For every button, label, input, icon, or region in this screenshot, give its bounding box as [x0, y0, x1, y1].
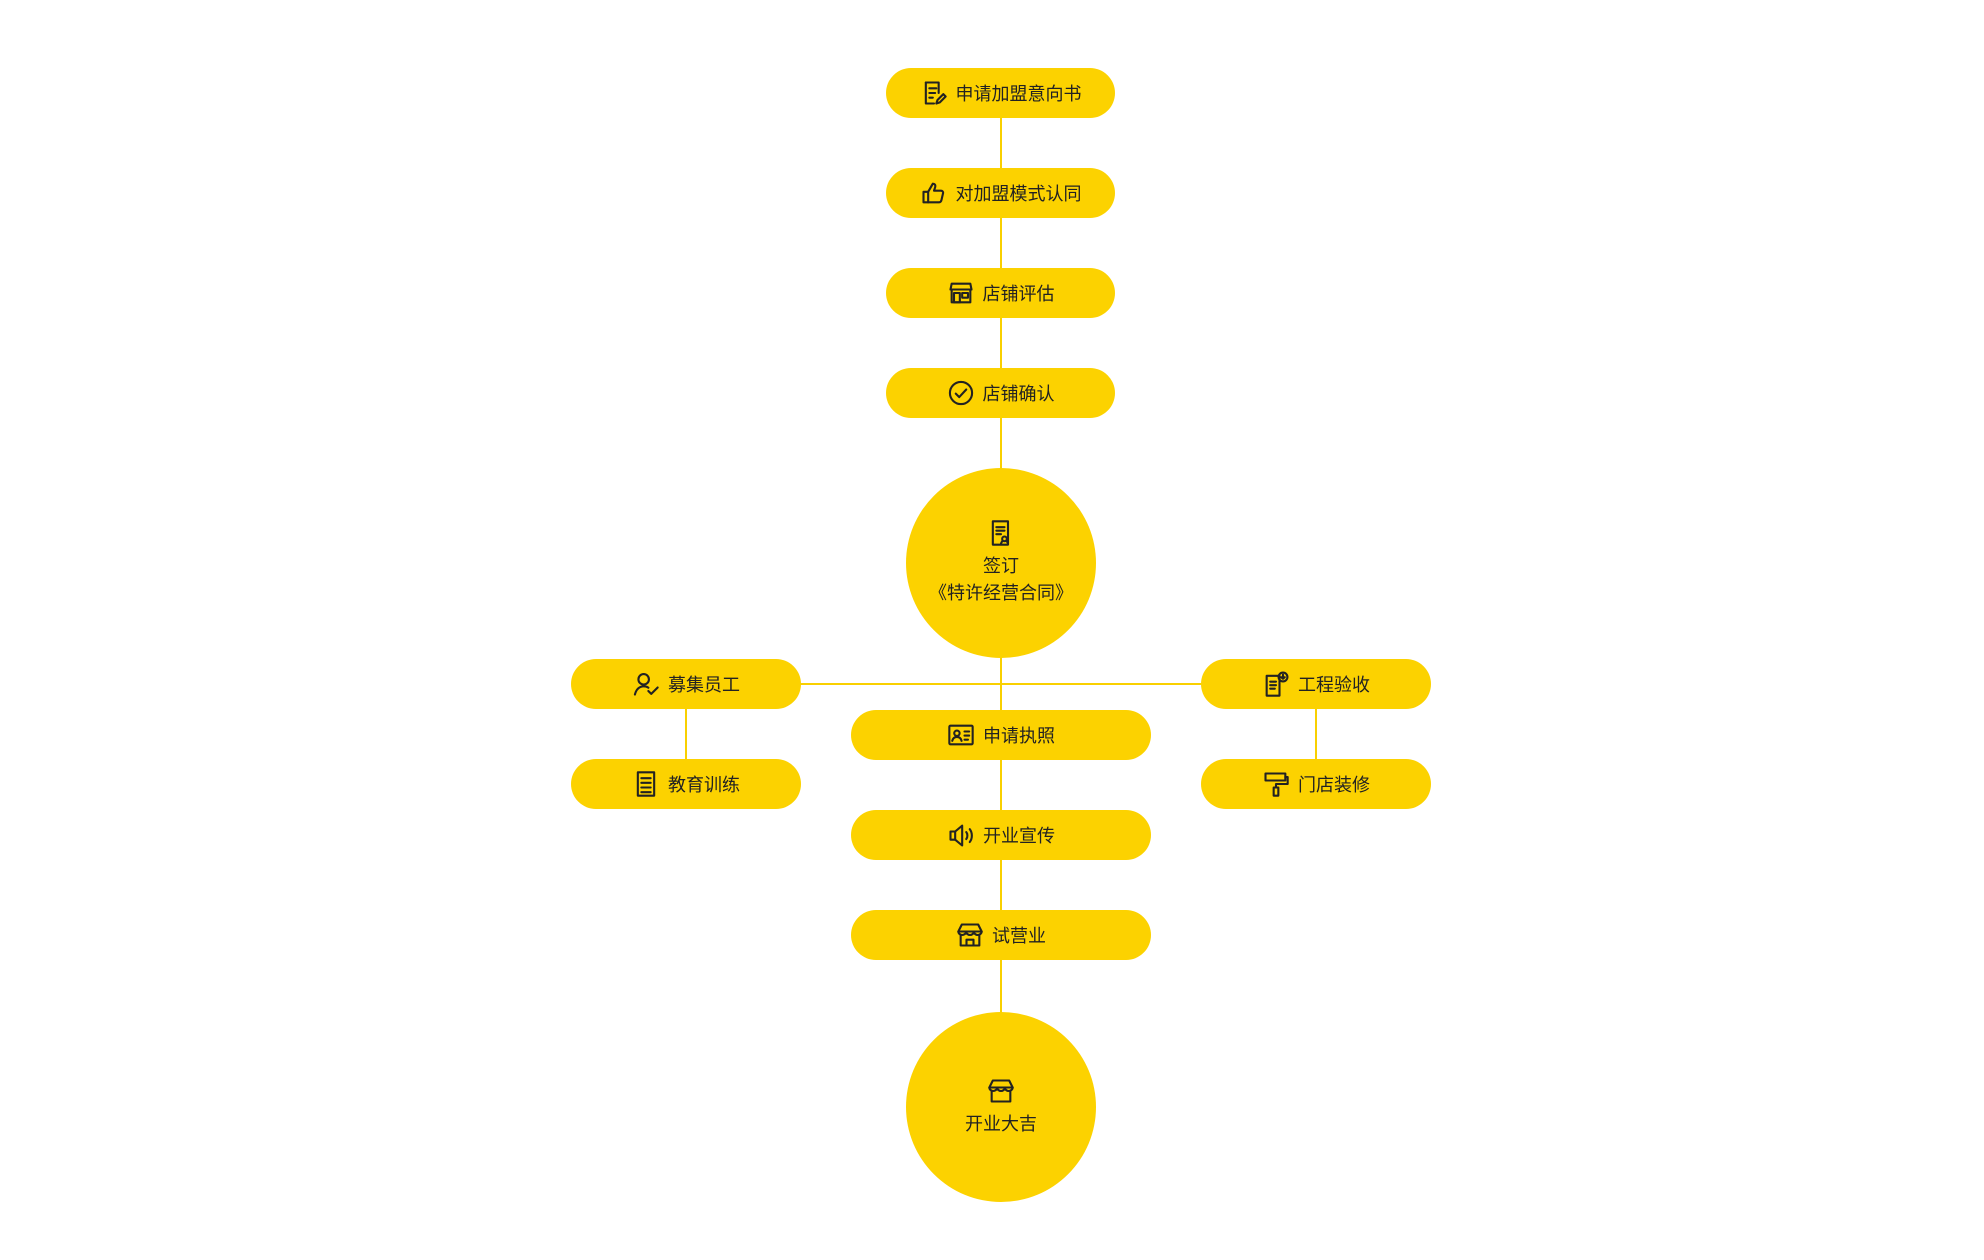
id-card-icon [947, 721, 975, 749]
connector [685, 708, 687, 764]
step-label: 试营业 [992, 926, 1046, 947]
connector [1315, 708, 1317, 764]
step-label: 开业大吉 [965, 1113, 1037, 1135]
list-doc-icon [632, 770, 660, 798]
step-label: 对加盟模式认同 [955, 184, 1082, 205]
step-label: 申请执照 [983, 726, 1055, 747]
step-sign-contract[interactable]: 签订 《特许经营合同》 [906, 468, 1096, 658]
contract-icon [987, 519, 1015, 547]
step-label: 门店装修 [1298, 775, 1370, 796]
document-edit-icon [920, 79, 948, 107]
step-store-evaluation[interactable]: 店铺评估 [886, 268, 1115, 318]
step-label: 开业宣传 [983, 826, 1055, 847]
step-recruit-staff[interactable]: 募集员工 [571, 659, 801, 709]
step-grand-opening[interactable]: 开业大吉 [906, 1012, 1096, 1202]
step-apply-license[interactable]: 申请执照 [851, 710, 1151, 760]
step-engineering-acceptance[interactable]: 工程验收 [1201, 659, 1431, 709]
step-label: 申请加盟意向书 [955, 84, 1082, 105]
connector [800, 683, 1202, 685]
paint-roller-icon [1262, 770, 1290, 798]
step-trial-operation[interactable]: 试营业 [851, 910, 1151, 960]
contract-line-2: 《特许经营合同》 [929, 583, 1073, 604]
user-add-icon [632, 670, 660, 698]
step-label: 教育训练 [668, 775, 740, 796]
step-promotion[interactable]: 开业宣传 [851, 810, 1151, 860]
step-model-agree[interactable]: 对加盟模式认同 [886, 168, 1115, 218]
step-intent-letter[interactable]: 申请加盟意向书 [886, 68, 1115, 118]
shop-icon [987, 1077, 1015, 1105]
step-training[interactable]: 教育训练 [571, 759, 801, 809]
step-label: 店铺评估 [982, 284, 1055, 305]
step-label: 店铺确认 [982, 384, 1055, 405]
step-label: 募集员工 [668, 675, 740, 696]
thumbs-up-icon [920, 179, 948, 207]
step-store-confirm[interactable]: 店铺确认 [886, 368, 1115, 418]
check-circle-icon [947, 379, 975, 407]
contract-line-1: 签订 [983, 556, 1019, 577]
inspection-icon [1262, 670, 1290, 698]
step-store-renovation[interactable]: 门店装修 [1201, 759, 1431, 809]
storefront-icon [947, 279, 975, 307]
step-label: 工程验收 [1298, 675, 1370, 696]
speaker-icon [947, 821, 975, 849]
shop-icon [956, 921, 984, 949]
